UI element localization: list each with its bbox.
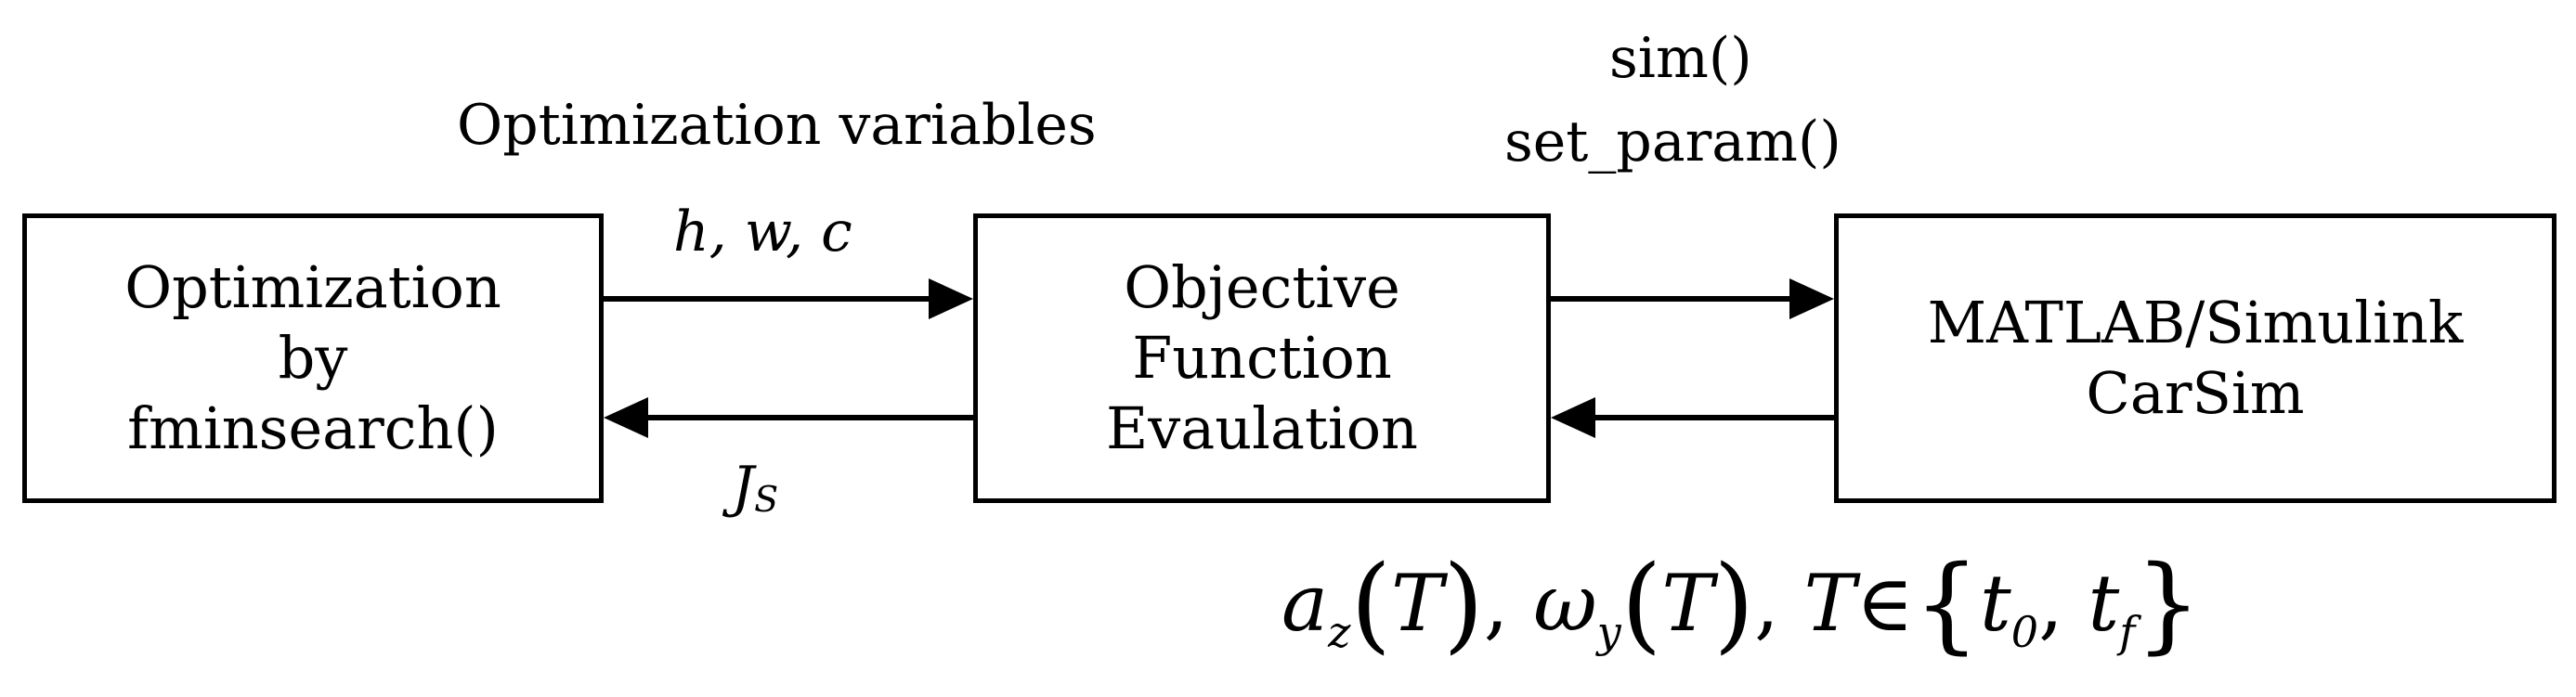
formula-in: ∈: [1855, 558, 1914, 649]
formula-comma-1: ,: [1483, 558, 1534, 649]
formula-t0-sub: 0: [2010, 607, 2039, 657]
output-formula: az(T), ωy(T), T∈{t0, tf}: [1281, 548, 2202, 688]
variables-label: h, w, c: [673, 200, 852, 265]
arrowhead-response: [1551, 397, 1595, 438]
formula-brace-open: {: [1913, 544, 1981, 665]
formula-tf: t: [2088, 558, 2120, 649]
optimizer-line-2: by: [278, 324, 348, 392]
formula-a: a: [1281, 558, 1329, 649]
cost-symbol: J: [732, 455, 755, 520]
formula-omega-sub: y: [1596, 607, 1621, 657]
arrowhead-variables: [929, 278, 973, 319]
sim-label: sim(): [1609, 26, 1752, 91]
optimizer-box: Optimization by fminsearch(): [22, 213, 604, 503]
simulator-line-2: CarSim: [2086, 359, 2305, 427]
formula-paren-open-2: (: [1620, 544, 1662, 665]
objective-line-3: Evaulation: [1106, 394, 1418, 462]
formula-T-2: T: [1661, 558, 1714, 649]
formula-paren-close-2: ): [1713, 544, 1755, 665]
formula-T-1: T: [1391, 558, 1444, 649]
optimizer-line-1: Optimization: [124, 253, 501, 321]
arrowhead-cost: [604, 397, 648, 438]
formula-a-sub: z: [1328, 607, 1351, 657]
simulator-line-1: MATLAB/Simulink: [1927, 289, 2464, 356]
formula-brace-close: }: [2135, 544, 2202, 665]
formula-tf-sub: f: [2119, 607, 2136, 657]
formula-paren-open-1: (: [1350, 544, 1392, 665]
objective-line-1: Objective: [1124, 253, 1400, 321]
arrowhead-sim: [1789, 278, 1834, 319]
formula-comma-3: ,: [2038, 558, 2088, 649]
optimization-variables-label: Optimization variables: [457, 93, 1097, 158]
formula-omega: ω: [1533, 558, 1597, 649]
formula-paren-close-1: ): [1443, 544, 1484, 665]
objective-function-box: Objective Function Evaulation: [973, 213, 1551, 503]
optimizer-line-3: fminsearch(): [127, 394, 499, 462]
formula-T-3: T: [1803, 558, 1856, 649]
cost-subscript: S: [754, 479, 779, 520]
simulator-box: MATLAB/Simulink CarSim: [1834, 213, 2556, 503]
formula-comma-2: ,: [1754, 558, 1804, 649]
objective-line-2: Function: [1132, 324, 1392, 392]
set-param-label: set_param(): [1504, 110, 1841, 174]
cost-label: JS: [732, 455, 778, 532]
formula-t0: t: [1980, 558, 2011, 649]
